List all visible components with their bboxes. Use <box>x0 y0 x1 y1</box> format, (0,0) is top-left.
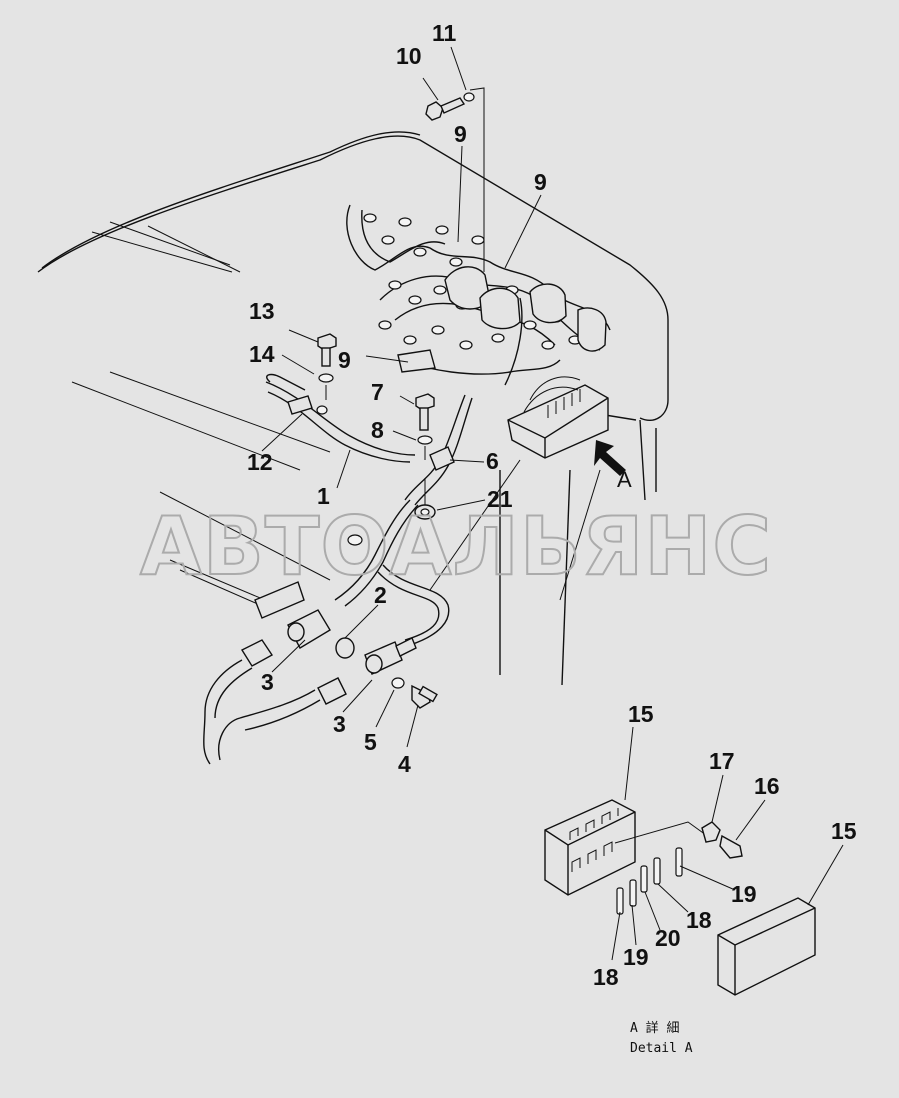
callouts: 10 11 9 9 9 13 14 7 8 12 6 1 21 2 3 3 5 … <box>247 20 857 990</box>
leader-lines <box>261 46 844 961</box>
callout-15-box: 15 <box>628 701 654 727</box>
callout-17: 17 <box>709 748 735 774</box>
callout-12: 12 <box>247 449 273 475</box>
callout-11: 11 <box>432 20 457 46</box>
cab-roof-panel <box>37 131 669 686</box>
callout-3-right: 3 <box>333 711 346 737</box>
relay-cluster <box>363 213 607 373</box>
callout-7: 7 <box>371 379 384 405</box>
detail-a-drawing <box>544 799 816 996</box>
callout-14: 14 <box>249 341 275 367</box>
detail-caption: A 詳 細 Detail A <box>630 1020 693 1056</box>
callout-20: 20 <box>655 925 681 951</box>
callout-4: 4 <box>398 751 411 777</box>
callout-21: 21 <box>487 486 513 512</box>
callout-15-cover: 15 <box>831 818 857 844</box>
callout-18-left: 18 <box>593 964 619 990</box>
callout-9-top: 9 <box>454 121 467 147</box>
callout-18-right: 18 <box>686 907 712 933</box>
callout-10: 10 <box>396 43 422 69</box>
callout-5: 5 <box>364 729 377 755</box>
callout-6: 6 <box>486 448 499 474</box>
callout-2: 2 <box>374 582 387 608</box>
callout-9-right: 9 <box>534 169 547 195</box>
callout-19-left: 19 <box>623 944 649 970</box>
callout-1: 1 <box>317 483 330 509</box>
watermark: АВТОАЛЬЯНС <box>140 500 772 593</box>
hardware-parts <box>240 87 485 709</box>
callout-16: 16 <box>754 773 780 799</box>
callout-13: 13 <box>249 298 275 324</box>
detail-caption-en: Detail A <box>630 1041 693 1056</box>
fuse-box-installed <box>507 376 609 459</box>
view-arrow-a: A <box>594 440 632 492</box>
detail-caption-jp: A 詳 細 <box>630 1020 679 1036</box>
view-arrow-label: A <box>617 467 632 492</box>
callout-8: 8 <box>371 417 384 443</box>
callout-3-left: 3 <box>261 669 274 695</box>
callout-9-left: 9 <box>338 347 351 373</box>
callout-19-right: 19 <box>731 881 757 907</box>
